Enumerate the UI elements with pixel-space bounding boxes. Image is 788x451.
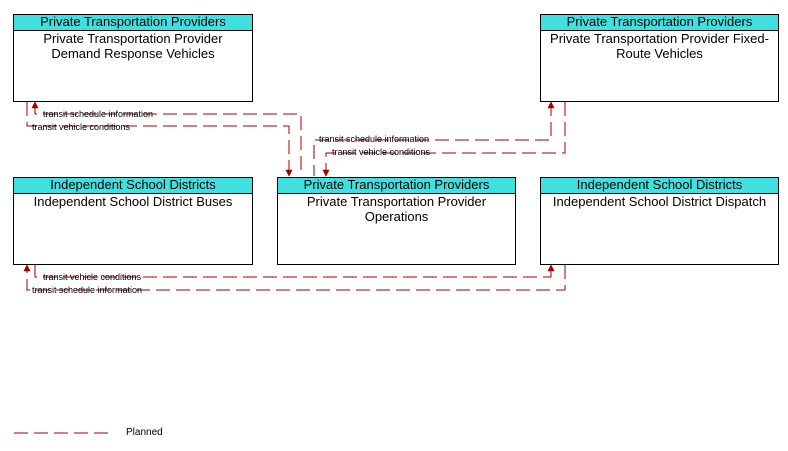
flow-dr-conditions-line — [26, 102, 293, 177]
node-category: Private Transportation Providers — [14, 15, 252, 31]
node-title: Private Transportation Provider Fixed-Ro… — [550, 31, 769, 61]
node-category: Independent School Districts — [14, 178, 252, 194]
flow-label: transit vehicle conditions — [32, 122, 131, 132]
flow-label: transit schedule information — [319, 134, 430, 144]
flow-bus-conditions-line — [34, 264, 555, 278]
node-title: Private Transportation Provider Operatio… — [306, 194, 487, 224]
flow-label: transit schedule information — [43, 109, 154, 119]
node-school-district-dispatch[interactable]: Independent School Districts Independent… — [540, 177, 779, 265]
flow-dr-schedule-line — [31, 101, 302, 176]
flow-bus-schedule-line — [23, 264, 566, 291]
node-school-district-buses[interactable]: Independent School Districts Independent… — [13, 177, 253, 265]
flow-label: transit vehicle conditions — [43, 272, 142, 282]
legend-planned-label: Planned — [126, 427, 163, 438]
node-title: Private Transportation Provider Demand R… — [43, 31, 223, 61]
flow-fr-schedule-line — [313, 101, 555, 176]
node-category: Private Transportation Providers — [541, 15, 778, 31]
node-category: Private Transportation Providers — [278, 178, 515, 194]
node-provider-operations[interactable]: Private Transportation Providers Private… — [277, 177, 516, 265]
flow-label: transit vehicle conditions — [332, 147, 431, 157]
node-category: Independent School Districts — [541, 178, 778, 194]
flow-label: transit schedule information — [32, 285, 143, 295]
node-title: Independent School District Buses — [33, 194, 233, 209]
node-demand-response-vehicles[interactable]: Private Transportation Providers Private… — [13, 14, 253, 102]
node-title: Independent School District Dispatch — [552, 194, 767, 209]
node-fixed-route-vehicles[interactable]: Private Transportation Providers Private… — [540, 14, 779, 102]
flow-fr-conditions-line — [322, 102, 566, 177]
